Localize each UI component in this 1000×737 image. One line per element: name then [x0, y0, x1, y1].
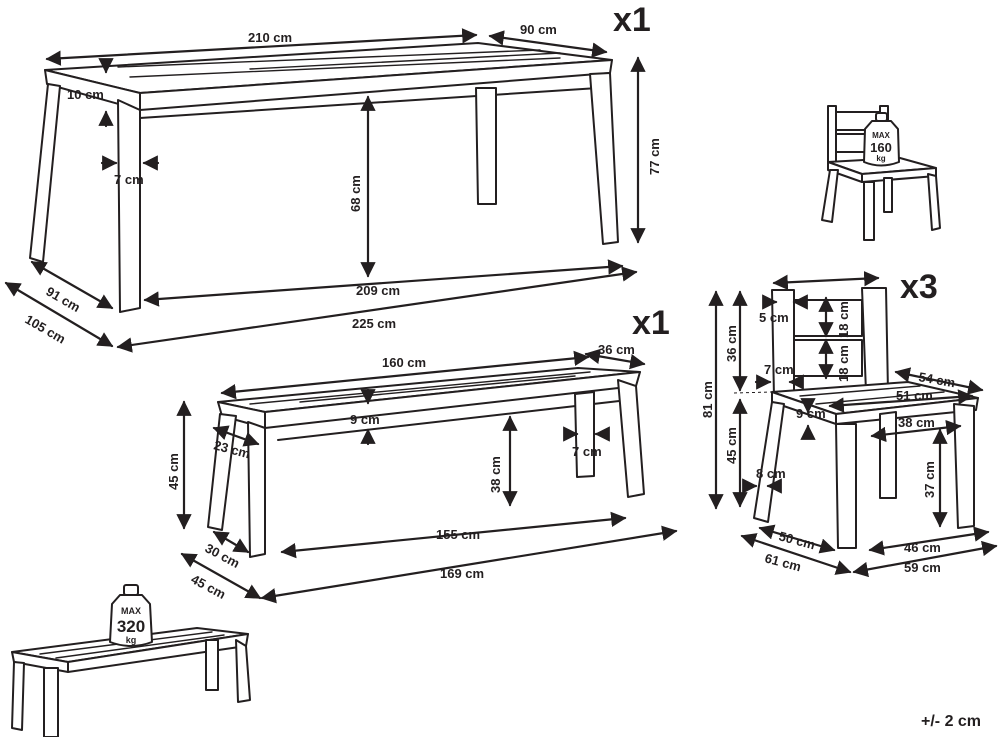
table-leg-width-label: 7 cm: [114, 172, 144, 187]
bench-length-top-label: 160 cm: [382, 355, 426, 370]
chair-inner-front-label: 46 cm: [904, 540, 941, 555]
bench-leg-width-label: 7 cm: [572, 444, 602, 459]
chair-back-thickness-label: 5 cm: [759, 310, 789, 325]
bench-drawing: [207, 367, 645, 558]
chair-clearance-label: 37 cm: [922, 461, 937, 498]
table-inner-length-label: 209 cm: [356, 283, 400, 298]
bench-inner-length-label: 155 cm: [436, 527, 480, 542]
table-top-thickness-label: 10 cm: [67, 87, 104, 102]
weight-icon: MAX 320 kg: [109, 584, 153, 647]
bench-load-illustration: MAX 320 kg: [11, 584, 251, 737]
chair-inner-width-label: 38 cm: [898, 415, 935, 430]
bench-height-label: 45 cm: [166, 453, 181, 490]
bench-max-value: 320: [117, 617, 145, 636]
bench-max-unit: kg: [126, 635, 137, 645]
bench-quantity-label: x1: [632, 304, 670, 342]
chair-dimensions: x3 5 cm 18 cm 18 cm 36 cm 81 cm 7 cm 9 c…: [700, 268, 998, 578]
table-length-top-label: 210 cm: [248, 30, 292, 45]
chair-load-illustration: MAX 160 kg: [821, 105, 941, 241]
chair-leg-width-label: 8 cm: [756, 466, 786, 481]
table-quantity-label: x1: [613, 1, 651, 39]
chair-seat-depth-label: 54 cm: [917, 369, 956, 390]
chair-max-label: MAX: [872, 131, 890, 140]
bench-clearance-label: 38 cm: [488, 456, 503, 493]
chair-seat-height-label: 45 cm: [724, 427, 739, 464]
table-width-top-label: 90 cm: [520, 22, 557, 37]
chair-total-height-label: 81 cm: [700, 381, 715, 418]
chair-quantity-label: x3: [900, 268, 938, 306]
chair-outer-width-label: 59 cm: [904, 560, 941, 575]
bench-dimensions: x1 160 cm 36 cm 9 cm 23 cm 7 cm 38 cm 45…: [166, 304, 678, 604]
chair-post-width-label: 7 cm: [764, 362, 794, 377]
table-height-label: 77 cm: [647, 138, 662, 175]
weight-icon: MAX 160 kg: [863, 112, 900, 167]
bench-outer-length-label: 169 cm: [440, 566, 484, 581]
chair-max-unit: kg: [876, 154, 885, 163]
chair-seat-width-label: 51 cm: [896, 388, 933, 403]
chair-back-height-label: 36 cm: [724, 325, 739, 362]
table-outer-length-label: 225 cm: [352, 316, 396, 331]
chair-seat-thickness-label: 9 cm: [796, 406, 826, 421]
dining-table-drawing: [29, 42, 619, 313]
bench-width-top-label: 36 cm: [598, 342, 635, 357]
tolerance-note: +/- 2 cm: [921, 713, 981, 730]
bench-max-label: MAX: [121, 606, 141, 616]
chair-back-slat-bottom-label: 18 cm: [836, 345, 851, 382]
chair-max-value: 160: [870, 140, 892, 155]
chair-back-slat-top-label: 18 cm: [836, 301, 851, 338]
chair-drawing: [733, 287, 979, 549]
table-clearance-label: 68 cm: [348, 175, 363, 212]
bench-top-thickness-label: 9 cm: [350, 412, 380, 427]
